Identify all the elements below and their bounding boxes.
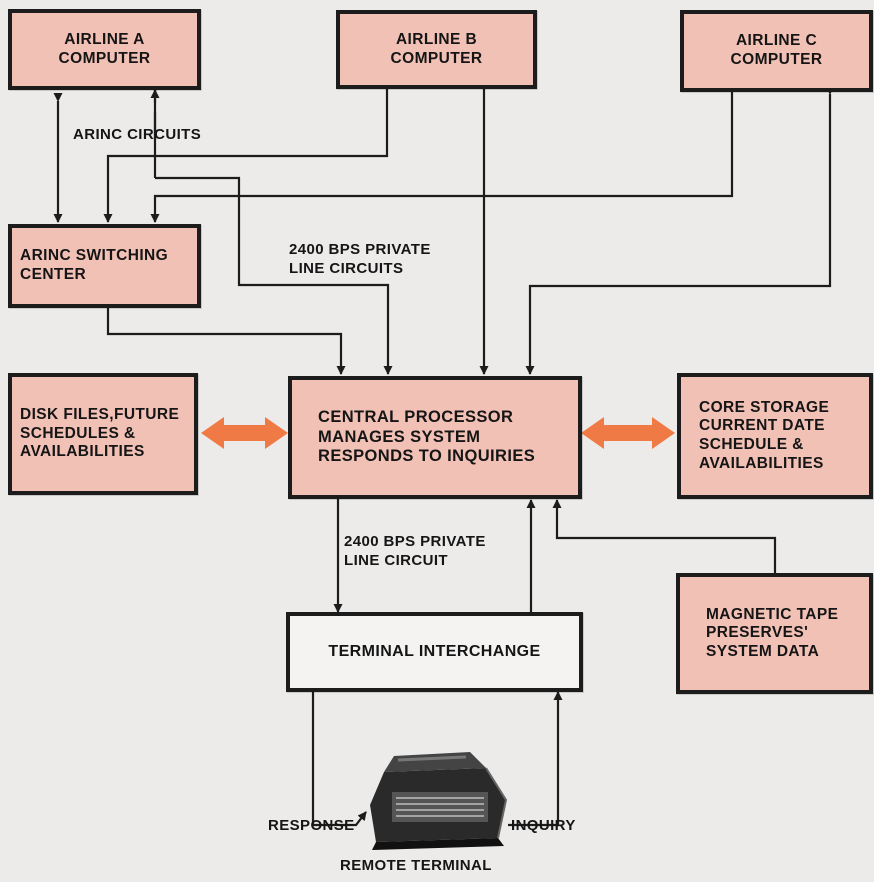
private-line-circuit-label: 2400 BPS PRIVATE LINE CIRCUIT <box>344 533 486 569</box>
link-inquiry-interchange <box>508 691 563 827</box>
disk-files-box: DISK FILES,FUTURE SCHEDULES & AVAILABILI… <box>8 373 198 495</box>
core-storage-label: CORE STORAGE CURRENT DATE SCHEDULE & AVA… <box>699 398 830 472</box>
airline-a-label: AIRLINE A COMPUTER <box>58 30 151 67</box>
bidirectional-arrow-disk-central <box>201 417 288 449</box>
link-airline-c-central <box>525 86 835 375</box>
magnetic-tape-label: MAGNETIC TAPE PRESERVES' SYSTEM DATA <box>706 605 839 660</box>
airline-b-label: AIRLINE B COMPUTER <box>390 30 483 67</box>
remote-terminal-icon <box>370 752 508 850</box>
link-arinc-central <box>103 299 346 375</box>
airline-c-computer-box: AIRLINE C COMPUTER <box>680 10 873 92</box>
arinc-circuits-label: ARINC CIRCUITS <box>73 126 202 143</box>
terminal-interchange-label: TERMINAL INTERCHANGE <box>328 643 541 661</box>
link-tape-central <box>552 499 777 573</box>
link-airline-b-arinc <box>103 79 392 223</box>
core-storage-box: CORE STORAGE CURRENT DATE SCHEDULE & AVA… <box>677 373 873 499</box>
central-processor-box: CENTRAL PROCESSOR MANAGES SYSTEM RESPOND… <box>288 376 582 499</box>
terminal-interchange-box: TERMINAL INTERCHANGE <box>286 612 583 692</box>
remote-terminal-label: REMOTE TERMINAL <box>340 857 492 874</box>
airline-a-computer-box: AIRLINE A COMPUTER <box>8 9 201 90</box>
magnetic-tape-box: MAGNETIC TAPE PRESERVES' SYSTEM DATA <box>676 573 873 694</box>
airline-c-label: AIRLINE C COMPUTER <box>730 32 823 68</box>
arinc-switching-label: ARINC SWITCHING CENTER <box>20 247 169 283</box>
link-interchange-response <box>311 690 367 827</box>
bidirectional-arrow-central-core <box>581 417 675 449</box>
disk-files-label: DISK FILES,FUTURE SCHEDULES & AVAILABILI… <box>20 406 180 461</box>
response-label: RESPONSE <box>268 817 355 834</box>
airline-b-computer-box: AIRLINE B COMPUTER <box>336 10 537 89</box>
inquiry-label: INQUIRY <box>511 817 576 834</box>
central-processor-label: CENTRAL PROCESSOR MANAGES SYSTEM RESPOND… <box>318 407 536 466</box>
arinc-switching-center-box: ARINC SWITCHING CENTER <box>8 224 201 308</box>
private-line-circuits-label: 2400 BPS PRIVATE LINE CIRCUITS <box>289 241 431 277</box>
